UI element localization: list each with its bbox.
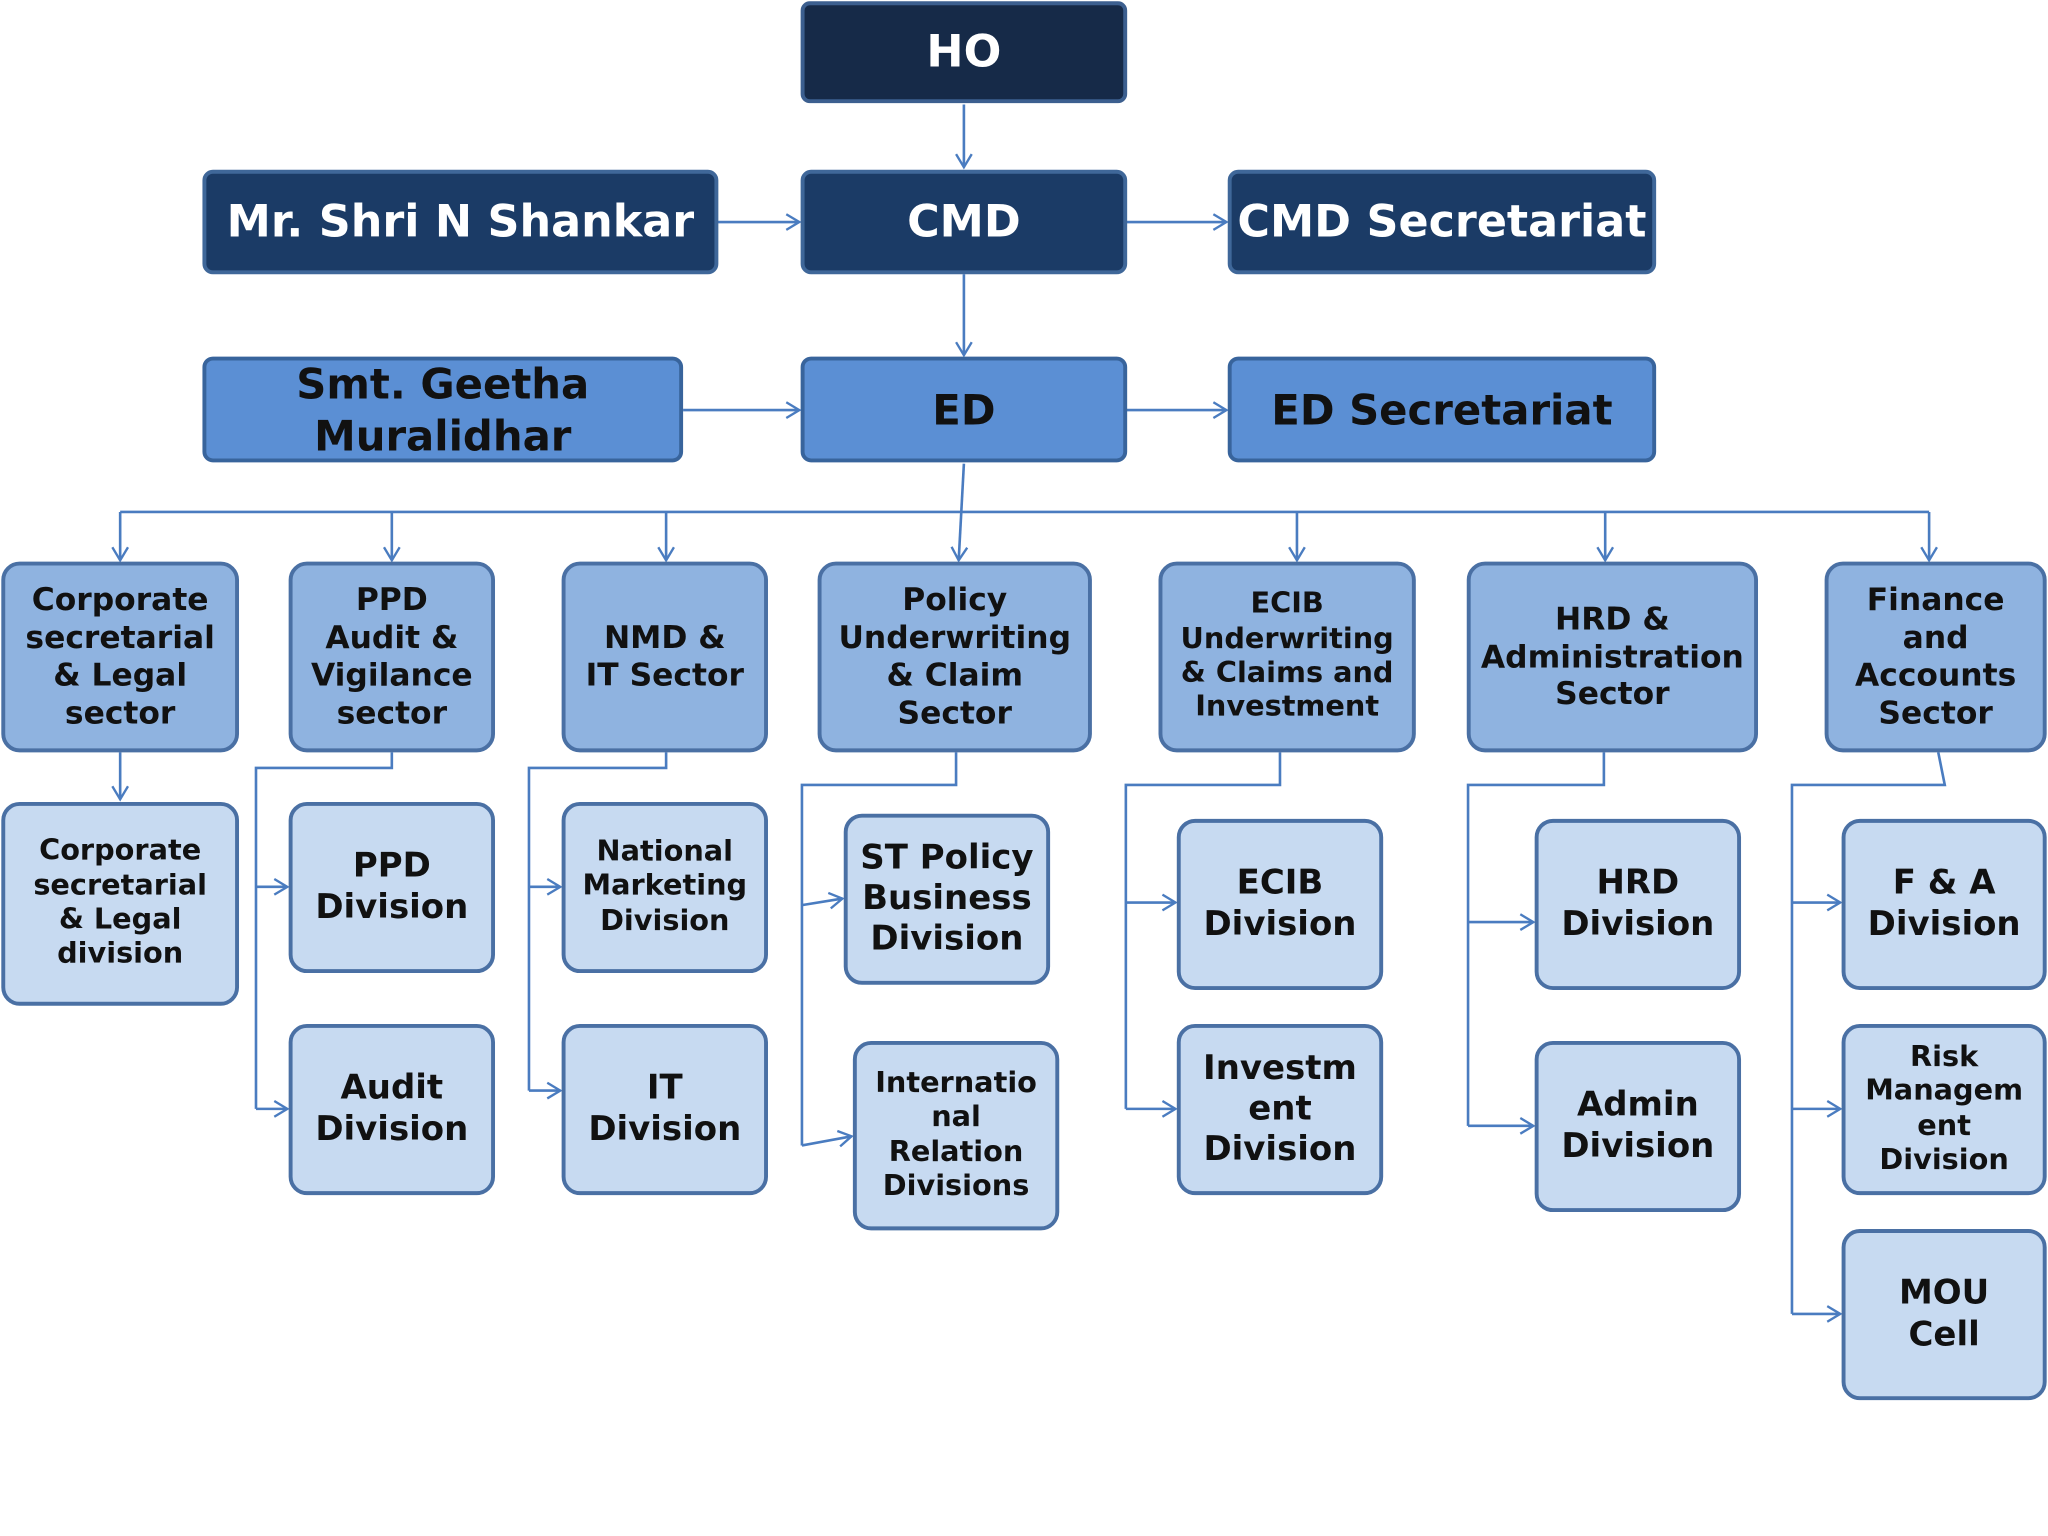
division-investment: Investm ent Division xyxy=(1176,1023,1384,1196)
connector-policy xyxy=(800,752,958,1146)
connector-hrd xyxy=(1466,752,1606,1126)
division-label: Corporate secretarial & Legal division xyxy=(33,834,207,971)
division-hrd: HRD Division xyxy=(1534,818,1742,991)
division-label: MOU Cell xyxy=(1899,1273,1990,1354)
division-label: HRD Division xyxy=(1561,863,1715,944)
division-corporate: Corporate secretarial & Legal division xyxy=(1,801,240,1006)
division-audit: Audit Division xyxy=(288,1023,496,1196)
sector-ppd-audit: PPD Audit & Vigilance sector xyxy=(288,561,496,753)
division-ecib: ECIB Division xyxy=(1176,818,1384,991)
ed-box: ED xyxy=(800,356,1128,463)
sector-label: HRD & Administration Sector xyxy=(1480,600,1744,713)
sector-corporate: Corporate secretarial & Legal sector xyxy=(1,561,240,753)
division-label: National Marketing Division xyxy=(582,835,748,938)
division-label: Audit Division xyxy=(315,1068,469,1149)
sector-label: Corporate secretarial & Legal sector xyxy=(25,581,215,732)
division-it: IT Division xyxy=(561,1023,768,1196)
division-international-relation: Internatio nal Relation Divisions xyxy=(852,1040,1060,1231)
connector-ppd xyxy=(254,752,394,1109)
sector-ecib: ECIB Underwriting & Claims and Investmen… xyxy=(1158,561,1416,753)
division-admin: Admin Division xyxy=(1534,1040,1742,1213)
division-ppd: PPD Division xyxy=(288,801,496,974)
cmd-secretariat-label: CMD Secretariat xyxy=(1237,195,1647,248)
sector-finance: Finance and Accounts Sector xyxy=(1824,561,2047,753)
shankar-label: Mr. Shri N Shankar xyxy=(226,195,695,248)
sector-policy: Policy Underwriting & Claim Sector xyxy=(817,561,1092,753)
sector-nmd-it: NMD & IT Sector xyxy=(561,561,768,753)
cmd-label: CMD xyxy=(907,195,1021,248)
sector-label: Policy Underwriting & Claim Sector xyxy=(838,581,1072,732)
division-label: ST Policy Business Division xyxy=(860,838,1034,959)
division-label: ECIB Division xyxy=(1203,863,1357,944)
division-label: Investm ent Division xyxy=(1203,1048,1357,1170)
division-f-and-a: F & A Division xyxy=(1841,818,2047,991)
connector-ecib xyxy=(1124,752,1282,1109)
ed-secretariat-box: ED Secretariat xyxy=(1227,356,1657,463)
ho-label: HO xyxy=(926,25,1002,78)
division-label: IT Division xyxy=(588,1068,742,1149)
division-label: F & A Division xyxy=(1867,863,2021,944)
division-risk-management: Risk Managem ent Division xyxy=(1841,1023,2047,1196)
connector-finance xyxy=(1790,752,1947,1314)
geetha-box: Smt. Geetha Muralidhar xyxy=(202,356,684,463)
cmd-secretariat-box: CMD Secretariat xyxy=(1227,169,1657,275)
shankar-box: Mr. Shri N Shankar xyxy=(202,169,719,275)
division-national-marketing: National Marketing Division xyxy=(561,801,768,974)
cmd-box: CMD xyxy=(800,169,1128,275)
ho-box: HO xyxy=(800,1,1128,104)
ed-secretariat-label: ED Secretariat xyxy=(1271,384,1613,435)
division-mou-cell: MOU Cell xyxy=(1841,1229,2047,1401)
sector-label: PPD Audit & Vigilance sector xyxy=(310,581,473,732)
division-label: PPD Division xyxy=(315,846,469,927)
division-st-policy: ST Policy Business Division xyxy=(843,813,1051,985)
sector-label: ECIB Underwriting & Claims and Investmen… xyxy=(1180,588,1394,725)
division-label: Internatio nal Relation Divisions xyxy=(875,1066,1037,1203)
division-label: Risk Managem ent Division xyxy=(1865,1040,2024,1177)
sector-hrd-admin: HRD & Administration Sector xyxy=(1466,561,1759,753)
division-label: Admin Division xyxy=(1561,1085,1715,1166)
connector-nmd xyxy=(527,752,668,1091)
ed-label: ED xyxy=(932,384,996,435)
sector-label: Finance and Accounts Sector xyxy=(1855,581,2017,732)
sector-label: NMD & IT Sector xyxy=(585,619,744,694)
geetha-label: Smt. Geetha Muralidhar xyxy=(296,358,590,461)
